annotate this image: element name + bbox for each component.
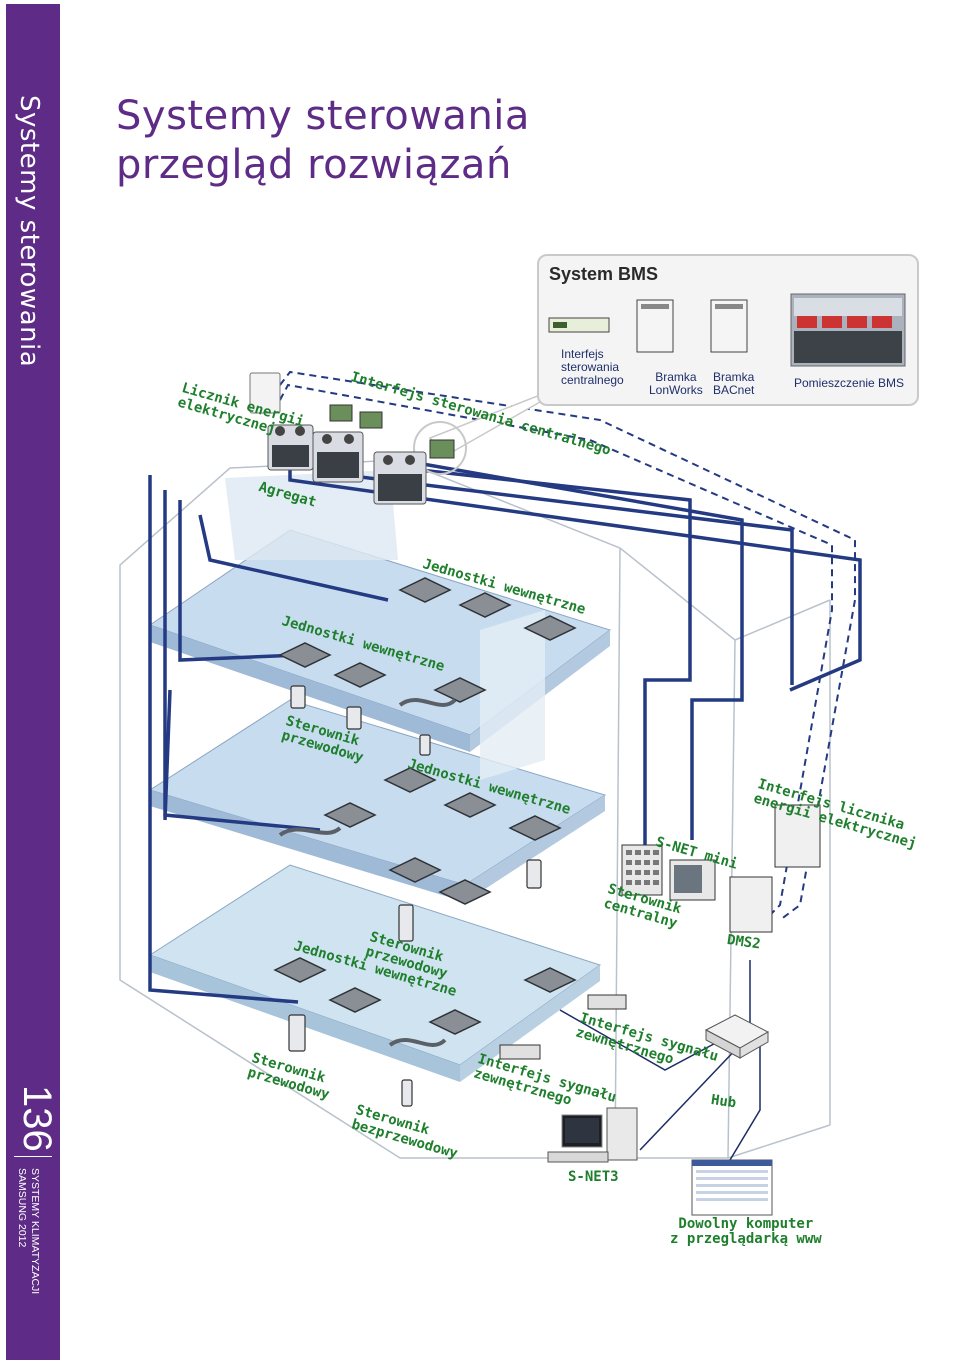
indoor-unit <box>433 677 487 703</box>
snet3-computer <box>547 1107 638 1163</box>
wireless-remote <box>401 1079 413 1107</box>
indoor-unit <box>523 615 577 641</box>
bms-lonworks-label: Bramka LonWorks <box>649 370 703 397</box>
dashed-lines <box>279 370 856 921</box>
interface-board <box>329 404 353 422</box>
indoor-unit <box>328 987 382 1013</box>
footer-line-1: SYSTEMY KLIMATYZACJI <box>29 1168 41 1295</box>
sidebar-footer: SYSTEMY KLIMATYZACJI SAMSUNG 2012 <box>15 1168 41 1294</box>
cables <box>148 458 862 1004</box>
bms-devices <box>548 293 906 367</box>
indoor-unit <box>443 792 497 818</box>
indoor-unit <box>278 642 332 668</box>
bms-interface-label: Interfejs sterowania centralnego <box>561 347 624 387</box>
indoor-unit <box>273 957 327 983</box>
sidebar-section-title: Systemy sterowania <box>14 95 44 368</box>
outdoor-units <box>249 372 455 505</box>
dms2-device <box>729 876 773 933</box>
meter-interface-device <box>774 804 821 868</box>
browser-window <box>691 1159 773 1216</box>
bms-title: System BMS <box>549 264 659 284</box>
wired-controller <box>398 904 414 942</box>
page-title: Systemy sterowania przegląd rozwiązań <box>116 92 530 190</box>
indoor-unit <box>508 815 562 841</box>
page-number: 136 <box>15 1085 59 1152</box>
sidebar-divider <box>14 1156 52 1157</box>
indoor-units <box>273 577 577 1035</box>
bms-panel: System BMS Interfejs sterowania centraln… <box>537 254 919 406</box>
indoor-unit <box>333 662 387 688</box>
sidebar <box>6 4 60 1360</box>
floor-2 <box>148 699 607 902</box>
any-pc-label: Dowolny komputer z przeglądarką www <box>670 1216 822 1247</box>
outdoor-unit <box>267 424 314 471</box>
wired-controller <box>288 1014 306 1052</box>
indoor-unit <box>388 857 442 883</box>
snet3-label: S-NET3 <box>568 1169 619 1185</box>
outdoor-unit <box>373 451 427 505</box>
indoor-unit <box>458 592 512 618</box>
central-interface-board <box>548 317 610 333</box>
central-devices <box>499 804 821 1060</box>
page-title-line-2: przegląd rozwiązań <box>116 142 512 188</box>
wireless-remote <box>419 734 431 756</box>
indoor-unit <box>438 879 492 905</box>
indoor-unit <box>428 1009 482 1035</box>
interface-board <box>429 439 455 459</box>
stairwell <box>225 470 398 560</box>
indoor-unit <box>383 767 437 793</box>
elevator-shaft <box>480 610 545 780</box>
interface-board <box>359 411 383 429</box>
wired-controller <box>346 706 362 730</box>
indoor-unit <box>398 577 452 603</box>
page-title-line-1: Systemy sterowania <box>116 93 530 139</box>
ext-signal-interface-device <box>587 994 627 1010</box>
controllers <box>288 685 542 1107</box>
outdoor-unit <box>312 431 364 483</box>
energy-meter-device <box>249 372 281 414</box>
bms-bacnet-label: Bramka BACnet <box>713 370 755 397</box>
indoor-unit <box>523 967 577 993</box>
wired-controller <box>526 859 542 889</box>
ext-signal-interface-device <box>499 1044 541 1060</box>
wired-controller <box>290 685 306 709</box>
bms-room-label: Pomieszczenie BMS <box>794 376 905 390</box>
duct-loops <box>278 698 457 1047</box>
indoor-unit <box>323 802 377 828</box>
footer-line-2: SAMSUNG 2012 <box>16 1168 28 1248</box>
